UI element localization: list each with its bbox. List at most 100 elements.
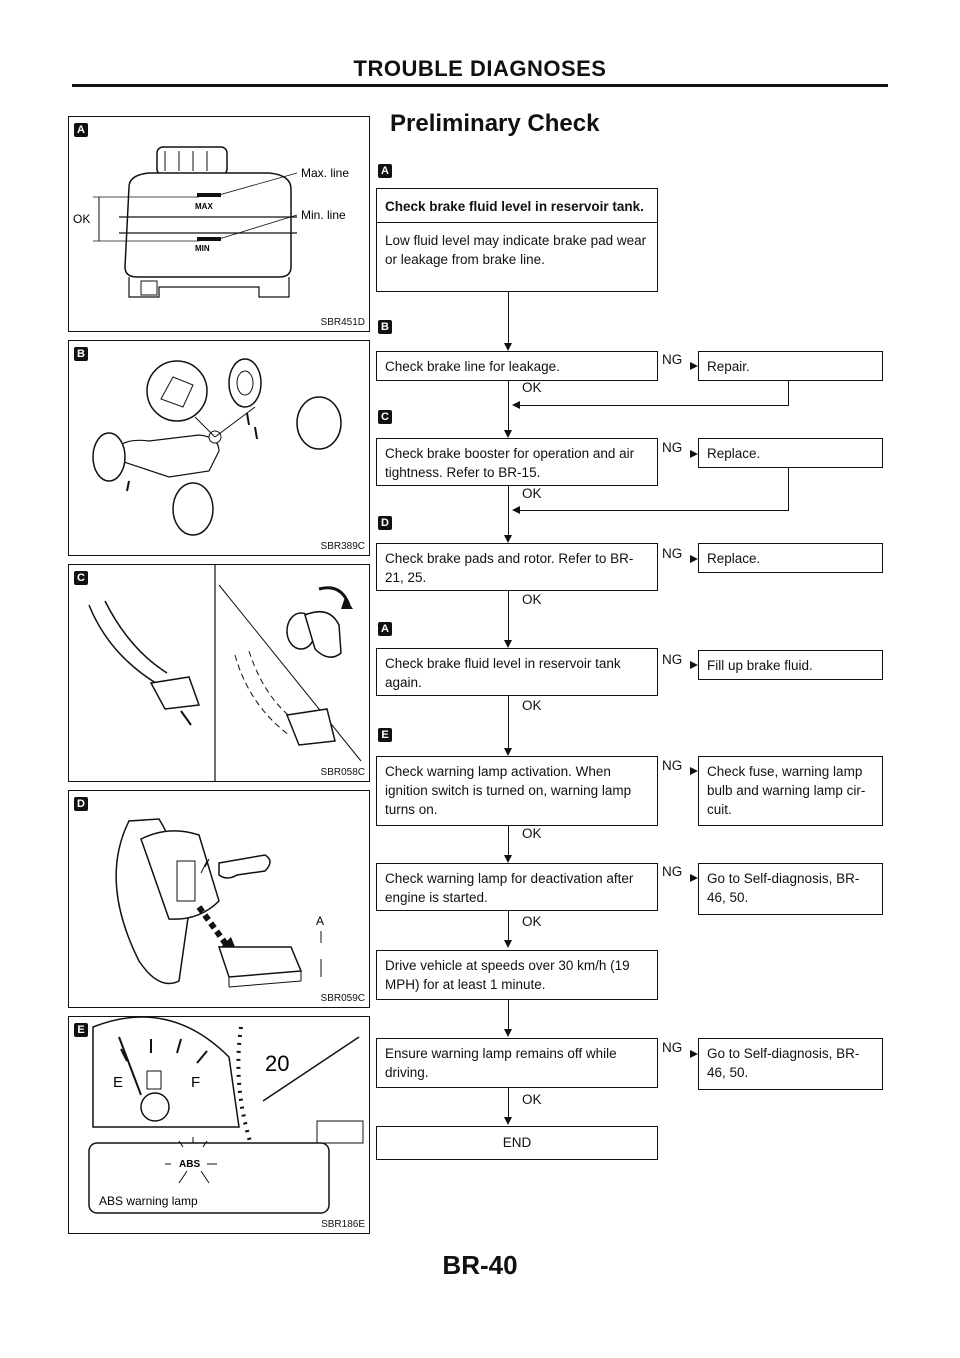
flow-marker-c: C: [378, 410, 392, 424]
arrow-down: [504, 430, 512, 438]
step-text: Check brake pads and rotor. Refer to BR-…: [385, 551, 634, 585]
arrow-down: [504, 640, 512, 648]
step-check-booster: Check brake booster for operation and ai…: [376, 438, 658, 486]
min-line-label: Min. line: [301, 208, 346, 222]
step-check-fluid-again: Check brake fluid level in reservoir tan…: [376, 648, 658, 696]
arrow-down: [504, 343, 512, 351]
step-text: Check brake booster for operation and ai…: [385, 446, 635, 480]
ng-label: NG: [662, 352, 683, 367]
action-replace-pads: Replace.: [698, 543, 883, 573]
figure-warning-lamp: E E F 20 ABS ABS warning lamp SBR186E: [68, 1016, 370, 1234]
flow-marker-a: A: [378, 164, 392, 178]
ok-label: OK: [522, 486, 542, 501]
ok-range-label: OK: [73, 212, 90, 226]
action-text: Replace.: [707, 551, 761, 566]
action-self-diagnosis-1: Go to Self-diagnosis, BR-46, 50.: [698, 863, 883, 915]
figure-caption: SBR186E: [321, 1219, 365, 1230]
connector: [508, 486, 509, 536]
arrow-down: [504, 748, 512, 756]
figure-marker-c: C: [74, 571, 88, 585]
return-line: [788, 468, 789, 511]
step-text: Drive vehicle at speeds over 30 km/h (19…: [385, 958, 630, 992]
connector: [508, 1088, 509, 1118]
min-mark: MIN: [195, 244, 210, 253]
step-text: Check brake line for leakage.: [385, 359, 560, 374]
section-title: Preliminary Check: [390, 110, 600, 137]
connector: [508, 826, 509, 856]
ng-label: NG: [662, 652, 683, 667]
action-text: Check fuse, warning lamp bulb and warnin…: [707, 764, 866, 817]
step-check-lamp-activation: Check warning lamp activation. When igni…: [376, 756, 658, 826]
figure-caption: SBR058C: [320, 767, 365, 778]
step-end: END: [376, 1126, 658, 1160]
action-repair: Repair.: [698, 351, 883, 381]
figure-reservoir: A Max. line Min. line OK MAX MIN SBR451D: [68, 116, 370, 332]
arrow-down: [504, 940, 512, 948]
arrow-down: [504, 1117, 512, 1125]
figure-caption: SBR389C: [320, 541, 365, 552]
arrow-right: [690, 767, 698, 775]
arrow-right: [690, 661, 698, 669]
ok-label: OK: [522, 1092, 542, 1107]
step-check-pads-rotor: Check brake pads and rotor. Refer to BR-…: [376, 543, 658, 591]
step-drive-vehicle: Drive vehicle at speeds over 30 km/h (19…: [376, 950, 658, 1000]
step-note: Low fluid level may indicate brake pad w…: [385, 233, 647, 267]
end-text: END: [502, 1135, 532, 1150]
header-rule: [72, 84, 888, 87]
instrument-cluster-illustration: E F 20 ABS ABS warning lamp: [88, 1017, 364, 1214]
action-text: Repair.: [707, 359, 750, 374]
arrow-left: [512, 506, 520, 514]
arrow-right: [690, 450, 698, 458]
brake-lines-illustration: [92, 358, 342, 536]
abs-lamp-symbol: ABS: [179, 1159, 200, 1170]
figure-brake-pads: D A SBR059C: [68, 790, 370, 1008]
action-text: Go to Self-diagnosis, BR-46, 50.: [707, 1046, 860, 1080]
figure-marker-a: A: [74, 123, 88, 137]
step-text: Check warning lamp activation. When igni…: [385, 764, 632, 817]
arrow-right: [690, 874, 698, 882]
page-number: BR-40: [442, 1250, 518, 1280]
step-ensure-lamp-off: Ensure warning lamp remains off while dr…: [376, 1038, 658, 1088]
step-check-lamp-deactivation: Check warning lamp for deactivation afte…: [376, 863, 658, 911]
full-mark: F: [191, 1074, 200, 1091]
page-header-title: TROUBLE DIAGNOSES: [353, 56, 607, 81]
ok-label: OK: [522, 592, 542, 607]
action-replace-booster: Replace.: [698, 438, 883, 468]
arrow-right: [690, 555, 698, 563]
connector: [508, 381, 509, 431]
max-line-label: Max. line: [301, 166, 349, 180]
action-check-fuse: Check fuse, warning lamp bulb and warnin…: [698, 756, 883, 826]
action-self-diagnosis-2: Go to Self-diagnosis, BR-46, 50.: [698, 1038, 883, 1090]
figure-marker-e: E: [74, 1023, 88, 1037]
arrow-down: [504, 1029, 512, 1037]
step-text: Check warning lamp for deactivation afte…: [385, 871, 634, 905]
step-text: Ensure warning lamp remains off while dr…: [385, 1046, 617, 1080]
arrow-left: [512, 401, 520, 409]
step-title: Check brake fluid level in reservoir tan…: [377, 189, 657, 223]
action-fill-fluid: Fill up brake fluid.: [698, 650, 883, 680]
figure-marker-d: D: [74, 797, 88, 811]
figure-caption: SBR451D: [320, 317, 365, 328]
connector: [508, 292, 509, 344]
arrow-right: [690, 1050, 698, 1058]
step-text: Check brake fluid level in reservoir tan…: [385, 656, 621, 690]
figure-caption: SBR059C: [320, 993, 365, 1004]
ng-label: NG: [662, 1040, 683, 1055]
ng-label: NG: [662, 758, 683, 773]
ng-label: NG: [662, 440, 683, 455]
ok-label: OK: [522, 380, 542, 395]
ng-label: NG: [662, 864, 683, 879]
return-line: [520, 510, 788, 511]
arrow-down: [504, 855, 512, 863]
max-mark: MAX: [195, 202, 213, 211]
figure-brake-pedal: C SBR058C: [68, 564, 370, 782]
speed-mark: 20: [265, 1051, 289, 1076]
ng-label: NG: [662, 546, 683, 561]
action-text: Fill up brake fluid.: [707, 658, 813, 673]
connector: [508, 591, 509, 641]
flow-marker-a2: A: [378, 622, 392, 636]
reservoir-illustration: Max. line Min. line OK MAX MIN: [73, 146, 349, 298]
connector: [508, 1000, 509, 1030]
return-line: [788, 381, 789, 406]
connector: [508, 696, 509, 749]
